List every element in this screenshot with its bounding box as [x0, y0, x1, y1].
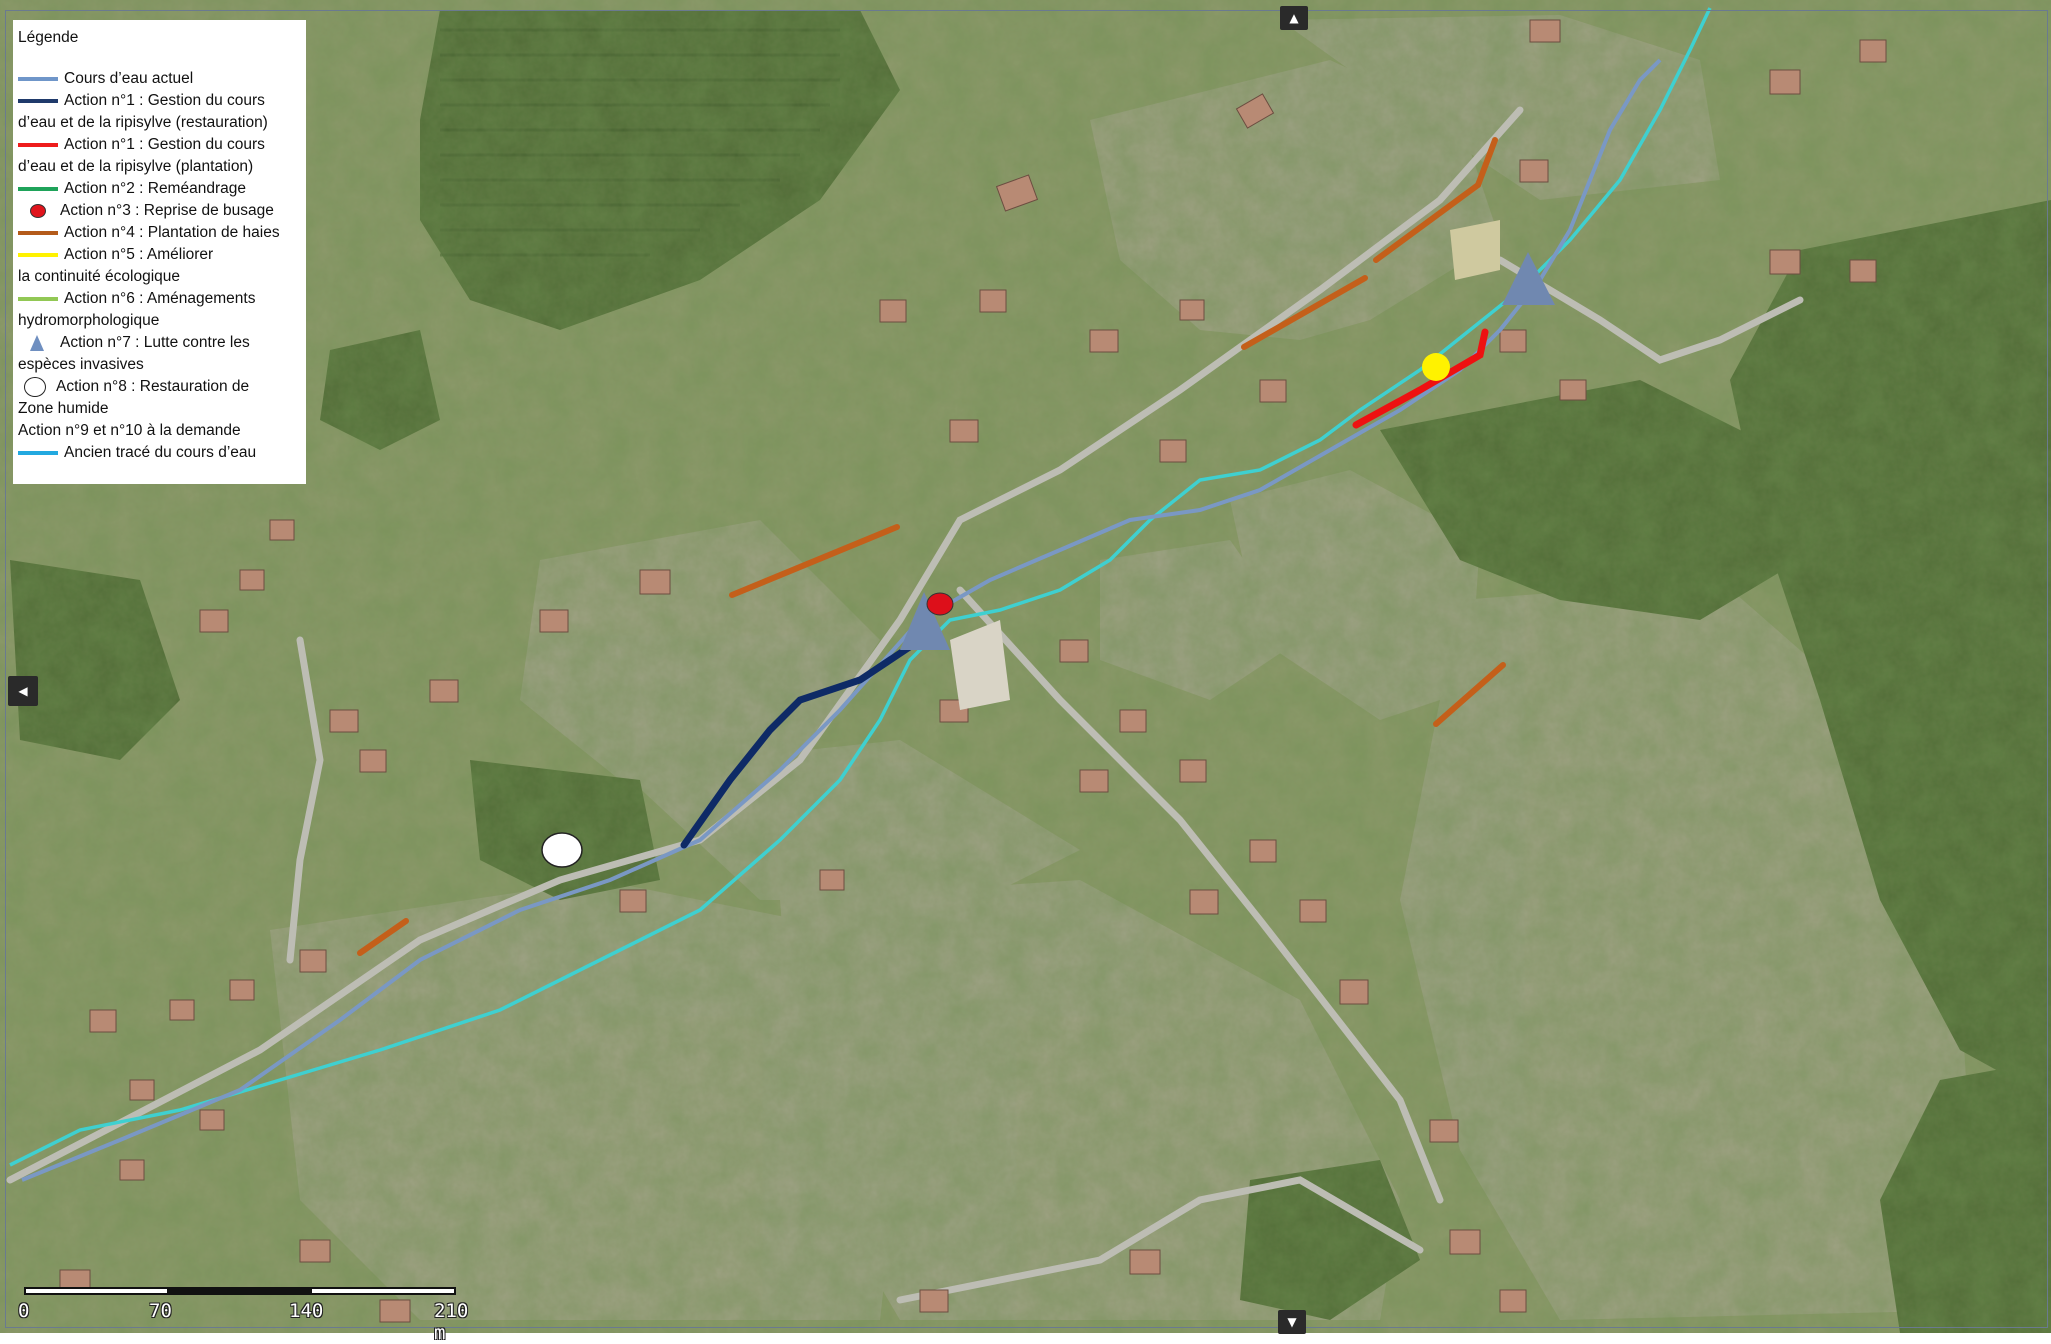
legend-item: Action n°6 : Aménagements hydromorphologi… [18, 288, 300, 332]
scale-seg-1 [24, 1287, 169, 1295]
pan-up-button[interactable]: ▲ [1280, 6, 1308, 30]
bare-ground-2 [1450, 220, 1500, 280]
roads [6, 106, 1804, 1304]
invasive-triangle-1[interactable] [900, 592, 950, 650]
secondary-road [956, 586, 1444, 1204]
legend-item-label: Action n°1 : Gestion du cours [64, 92, 265, 109]
legend-line-swatch [18, 252, 58, 257]
main-road [6, 106, 1524, 1184]
legend-item: Action n°9 et n°10 à la demande [18, 420, 300, 442]
legend-item-label: Action n°9 et n°10 à la demande [18, 422, 241, 439]
legend-item: Action n°5 : Améliorer la continuité écol… [18, 244, 300, 288]
legend-item-label: Action n°6 : Aménagements [64, 290, 256, 307]
legend-item: Action n°2 : Reméandrage [18, 178, 300, 200]
legend-item-label-line2: d’eau et de la ripisylve (plantation) [18, 158, 254, 175]
legend-item-label: Action n°4 : Plantation de haies [64, 224, 280, 241]
restoration-segment [680, 636, 924, 849]
legend-item-label-line2: Zone humide [18, 400, 109, 417]
plantation-segment [1352, 328, 1489, 429]
scale-label-210: 210 m [434, 1300, 469, 1344]
legend-item-label-line2: hydromorphologique [18, 312, 160, 329]
culvert-marker[interactable] [926, 592, 954, 616]
hedge-5 [1475, 137, 1498, 188]
hedge-2 [729, 524, 900, 598]
hedge-segments [357, 137, 1506, 956]
current-stream [21, 58, 1662, 1182]
hedge-6 [1433, 662, 1506, 727]
hedge-3 [1241, 275, 1368, 350]
legend-title: Légende [18, 29, 79, 46]
legend-line-swatch [18, 230, 58, 235]
pan-left-button[interactable]: ◀ [8, 676, 38, 706]
legend-line-swatch [18, 450, 58, 455]
legend-item-label: Cours d’eau actuel [64, 70, 194, 87]
side-road [1496, 256, 1804, 364]
legend-line-swatch [18, 76, 58, 81]
legend-item: Cours d’eau actuel [18, 68, 300, 90]
legend-item-label: Action n°3 : Reprise de busage [60, 202, 274, 219]
legend-item: Action n°3 : Reprise de busage [18, 200, 300, 222]
legend-item-label-line2: espèces invasives [18, 356, 144, 373]
scale-seg-2 [167, 1287, 312, 1295]
pan-down-button[interactable]: ▼ [1278, 1310, 1306, 1334]
scale-label-70: 70 [149, 1300, 172, 1322]
legend-item-label: Action n°1 : Gestion du cours [64, 136, 265, 153]
legend-item: Action n°4 : Plantation de haies [18, 222, 300, 244]
legend-item-label-line2: d’eau et de la ripisylve (restauration) [18, 114, 268, 131]
legend-item: Action n°8 : Restauration de Zone humide [18, 376, 300, 420]
legend-item: Action n°1 : Gestion du cours d’eau et de… [18, 134, 300, 178]
legend-line-swatch [18, 98, 58, 103]
legend-item-label-line2: la continuité écologique [18, 268, 181, 285]
legend-item: Ancien tracé du cours d’eau [18, 442, 300, 464]
legend-dot-swatch [30, 203, 46, 218]
village-road [286, 636, 324, 964]
legend-triangle-swatch [30, 334, 44, 351]
legend-line-swatch [18, 186, 58, 191]
legend-item-label: Action n°5 : Améliorer [64, 246, 214, 263]
hedge-4 [1373, 182, 1481, 263]
legend-item-label: Action n°8 : Restauration de [56, 378, 250, 395]
wetland-marker[interactable] [541, 832, 583, 868]
continuity-marker[interactable] [1422, 353, 1450, 381]
legend-item-label: Ancien tracé du cours d’eau [64, 444, 257, 461]
legend-line-swatch [18, 142, 58, 147]
legend-item: Action n°7 : Lutte contre les espèces inv… [18, 332, 300, 376]
scale-seg-3 [310, 1287, 456, 1295]
legend-item-label: Action n°7 : Lutte contre les [60, 334, 250, 351]
hedge-1 [357, 918, 409, 956]
buildings [59, 19, 1887, 1323]
legend-item-label: Action n°2 : Reméandrage [64, 180, 246, 197]
legend-item: Action n°1 : Gestion du cours d’eau et de… [18, 90, 300, 134]
legend-line-swatch [18, 296, 58, 301]
south-road [896, 1176, 1424, 1304]
scale-label-140: 140 [289, 1300, 324, 1322]
invasive-triangle-2[interactable] [1502, 252, 1555, 305]
bare-ground [950, 620, 1010, 710]
legend-circle-swatch [24, 376, 46, 397]
scale-label-0: 0 [18, 1300, 30, 1322]
scale-bar: 0 70 140 210 m [18, 1283, 468, 1344]
